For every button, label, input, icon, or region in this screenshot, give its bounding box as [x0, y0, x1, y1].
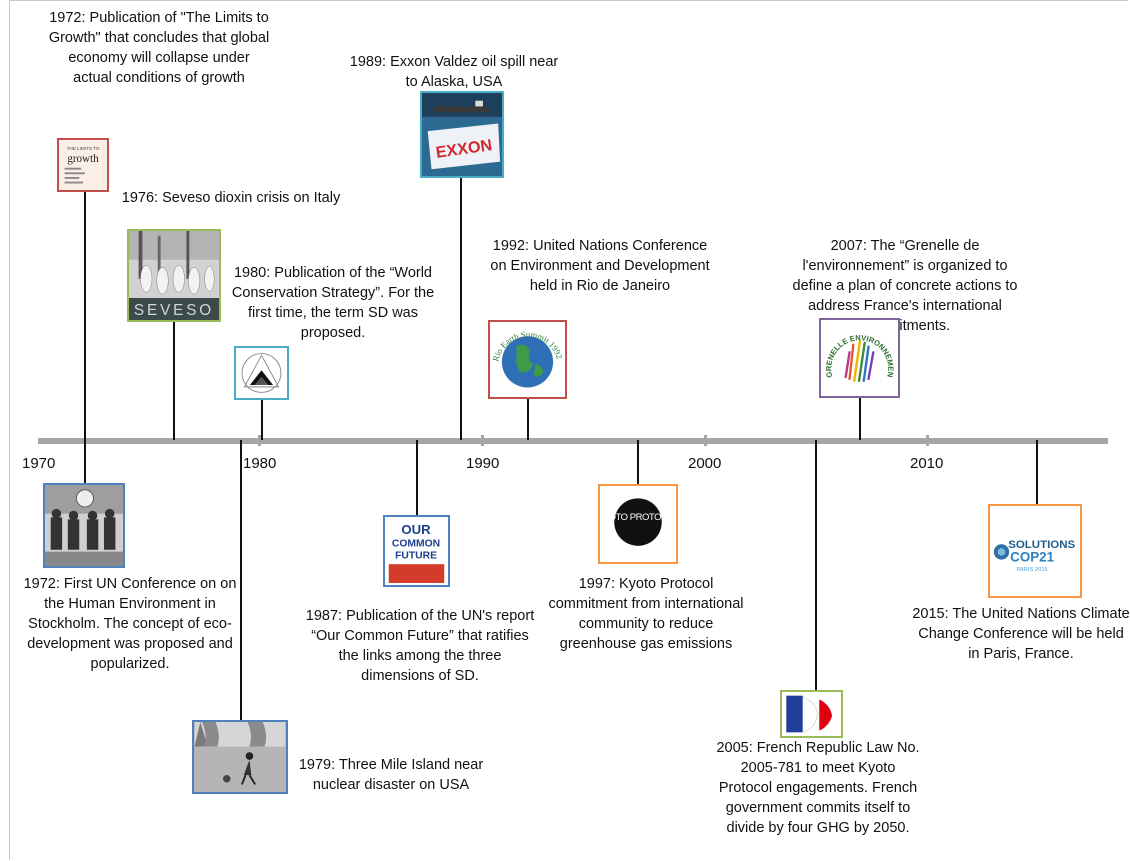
connector-1997 — [637, 440, 639, 484]
ocf-title-line2: COMMON — [392, 538, 440, 549]
event-1997-kyoto: 1997: Kyoto Protocol commitment from int… — [548, 576, 744, 652]
seveso-photo: SEVESO — [127, 229, 221, 322]
connector-1992 — [527, 398, 529, 440]
kyoto-protocol-logo: KYOTO PROTOCOL — [598, 484, 678, 564]
cop-logo-solutions: SOLUTIONS — [1008, 539, 1075, 551]
timeline-axis — [38, 438, 1108, 444]
connector-1987 — [416, 440, 418, 516]
limits-to-growth-book-cover: THE LIMITS TO growth — [57, 138, 109, 192]
diagram-frame — [9, 0, 1128, 860]
exxon-valdez-photo: EXXON — [420, 91, 504, 178]
cop-logo-cop21: COP21 — [1010, 550, 1054, 565]
cop-logo-paris: PARIS 2015 — [1017, 567, 1048, 573]
event-1989-exxon: 1989: Exxon Valdez oil spill near to Ala… — [349, 54, 559, 90]
seveso-sign-text: SEVESO — [134, 302, 214, 319]
connector-1976 — [173, 320, 175, 440]
three-mile-island-photo — [192, 720, 288, 794]
world-conservation-strategy-logo — [234, 346, 289, 400]
axis-label-2000: 2000 — [688, 455, 722, 472]
connector-1972-limits — [84, 165, 86, 483]
axis-label-1970: 1970 — [22, 455, 56, 472]
cop21-logo: SOLUTIONS COP21 PARIS 2015 — [988, 504, 1082, 598]
marianne-logo — [780, 690, 843, 738]
event-1979-three-mile-island: 1979: Three Mile Island near nuclear dis… — [298, 757, 484, 793]
rio-earth-summit-logo: Rio Earth Summit 1992 — [488, 320, 567, 399]
connector-2007 — [859, 398, 861, 440]
growth-cover-main: growth — [67, 153, 99, 165]
axis-tick-2000 — [704, 435, 707, 446]
axis-tick-2010 — [926, 435, 929, 446]
ocf-title-line1: OUR — [401, 522, 431, 537]
axis-label-1980: 1980 — [243, 455, 277, 472]
grenelle-environnement-logo: GRENELLE ENVIRONNEMENT — [819, 318, 900, 398]
event-1972-limits-to-growth: 1972: Publication of "The Limits to Grow… — [48, 10, 270, 86]
axis-label-1990: 1990 — [466, 455, 500, 472]
stockholm-conference-photo — [43, 483, 125, 568]
ocf-title-line3: FUTURE — [395, 551, 437, 562]
event-2015-cop21: 2015: The United Nations Climate Change … — [912, 606, 1130, 662]
connector-2005 — [815, 440, 817, 690]
event-1976-seveso: 1976: Seveso dioxin crisis on Italy — [121, 190, 341, 206]
growth-cover-title: THE LIMITS TO — [67, 146, 100, 151]
connector-1989 — [460, 178, 462, 440]
connector-1979 — [240, 440, 242, 720]
axis-tick-1990 — [481, 435, 484, 446]
event-1987-our-common-future: 1987: Publication of the UN's report “Ou… — [305, 608, 535, 684]
axis-tick-1980 — [258, 435, 261, 446]
event-2005-french-law: 2005: French Republic Law No. 2005-781 t… — [716, 740, 920, 836]
event-1992-rio: 1992: United Nations Conference on Envir… — [490, 238, 710, 294]
connector-1980 — [261, 400, 263, 440]
event-2007-grenelle: 2007: The “Grenelle de l'environnement” … — [792, 238, 1018, 334]
connector-2015 — [1036, 440, 1038, 504]
our-common-future-book-cover: OUR COMMON FUTURE — [383, 515, 450, 587]
kyoto-logo-text: KYOTO PROTOCOL — [600, 512, 676, 523]
axis-label-2010: 2010 — [910, 455, 944, 472]
event-1972-stockholm: 1972: First UN Conference on on the Huma… — [23, 576, 237, 672]
event-1980-world-conservation: 1980: Publication of the “World Conserva… — [231, 265, 435, 341]
